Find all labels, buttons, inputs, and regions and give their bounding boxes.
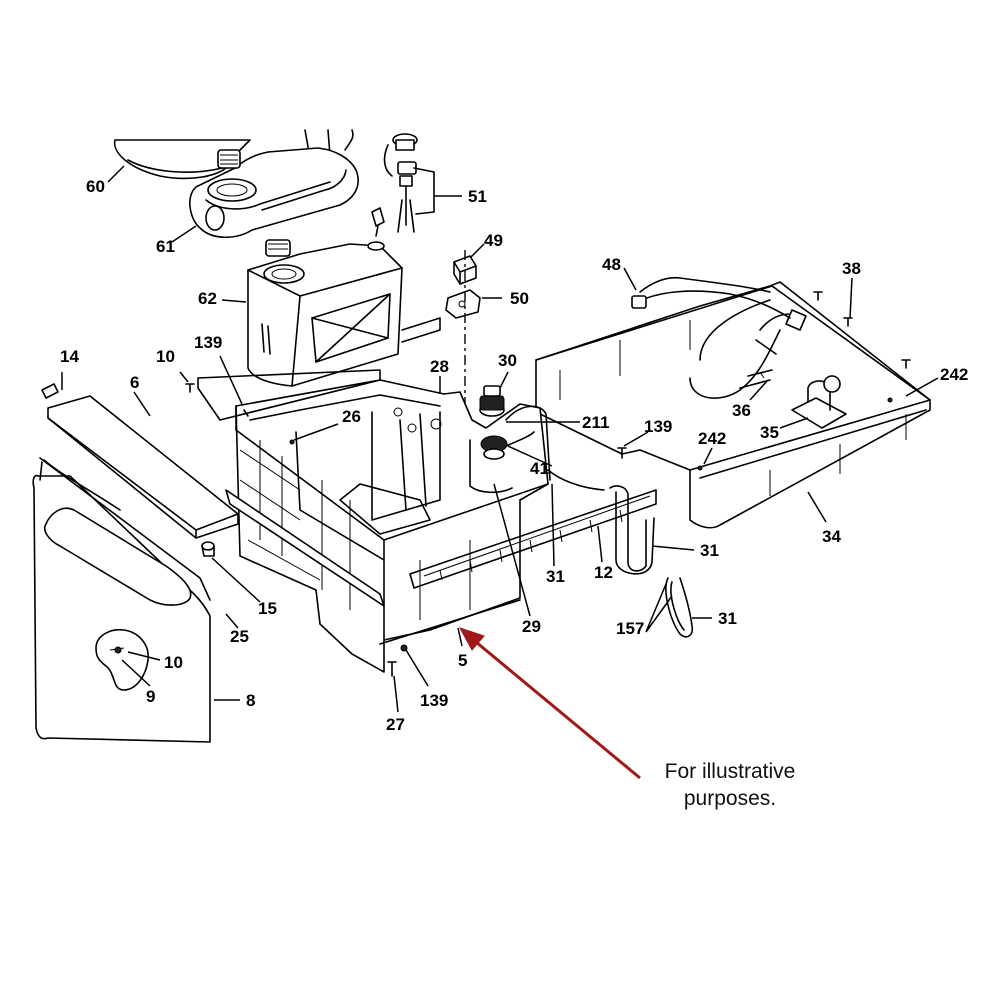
illustration-arrow — [458, 627, 641, 780]
callout-31-left: 31 — [546, 567, 565, 586]
callout-5: 5 — [458, 651, 467, 670]
callout-211: 211 — [582, 413, 609, 432]
callout-139-top: 139 — [194, 333, 222, 352]
callout-62: 62 — [198, 289, 217, 308]
callout-242-mid: 242 — [698, 429, 726, 448]
part-41-pump — [480, 431, 535, 460]
pump-hose — [505, 405, 551, 481]
part-6-top-panel — [47, 395, 239, 539]
part-14-screw — [41, 383, 59, 399]
callout-31-right: 31 — [700, 541, 719, 560]
callout-10-bottom: 10 — [164, 653, 183, 672]
callout-38: 38 — [842, 259, 861, 278]
callout-26: 26 — [342, 407, 361, 426]
callout-139-mid: 139 — [644, 417, 672, 436]
callout-9: 9 — [146, 687, 155, 706]
part-25-slide — [225, 489, 385, 607]
part-8-front-panel — [32, 457, 211, 743]
callout-49: 49 — [484, 231, 503, 250]
callout-12: 12 — [594, 563, 613, 582]
callout-25: 25 — [230, 627, 249, 646]
callout-14: 14 — [60, 347, 79, 366]
part-51-level-sensor — [371, 133, 435, 237]
callout-41: 41 — [530, 459, 549, 478]
callout-242-right: 242 — [940, 365, 968, 384]
callout-8: 8 — [246, 691, 255, 710]
part-36-screw — [739, 369, 773, 389]
part-61-reservoir-base — [189, 129, 359, 239]
screws — [617, 291, 911, 471]
callout-35: 35 — [760, 423, 779, 442]
callout-30: 30 — [498, 351, 517, 370]
callout-51: 51 — [468, 187, 487, 206]
callout-10-top: 10 — [156, 347, 175, 366]
callout-6: 6 — [130, 373, 139, 392]
callout-34: 34 — [822, 527, 841, 546]
callout-36: 36 — [732, 401, 751, 420]
callout-60: 60 — [86, 177, 105, 196]
part-49-connector — [453, 255, 477, 285]
part-62-water-container — [247, 239, 441, 387]
leader-lines — [61, 165, 939, 713]
callout-31-bottom: 31 — [718, 609, 737, 628]
part-50-bracket — [445, 289, 481, 319]
part-31-loop-hose — [665, 577, 694, 638]
callout-15: 15 — [258, 599, 277, 618]
callout-48: 48 — [602, 255, 621, 274]
part-5-drawer-housing — [235, 379, 657, 673]
illustrative-note: For illustrative purposes. — [664, 760, 796, 810]
part-30-pump — [479, 385, 505, 417]
callout-29: 29 — [522, 617, 541, 636]
part-34-electrical-box — [535, 281, 931, 529]
callout-28: 28 — [430, 357, 449, 376]
housing-screws — [185, 369, 408, 677]
callout-labels: 60 61 51 49 62 50 48 38 14 10 139 6 28 3… — [60, 177, 968, 734]
part-15-bumper — [201, 541, 215, 557]
callout-139-bottom: 139 — [420, 691, 448, 710]
callout-50: 50 — [510, 289, 529, 308]
callout-27: 27 — [386, 715, 405, 734]
part-35-clamp — [791, 375, 847, 429]
callout-157: 157 — [616, 619, 644, 638]
part-48-wire-harness — [631, 276, 807, 399]
part-31-hose — [547, 469, 655, 575]
callout-61: 61 — [156, 237, 175, 256]
